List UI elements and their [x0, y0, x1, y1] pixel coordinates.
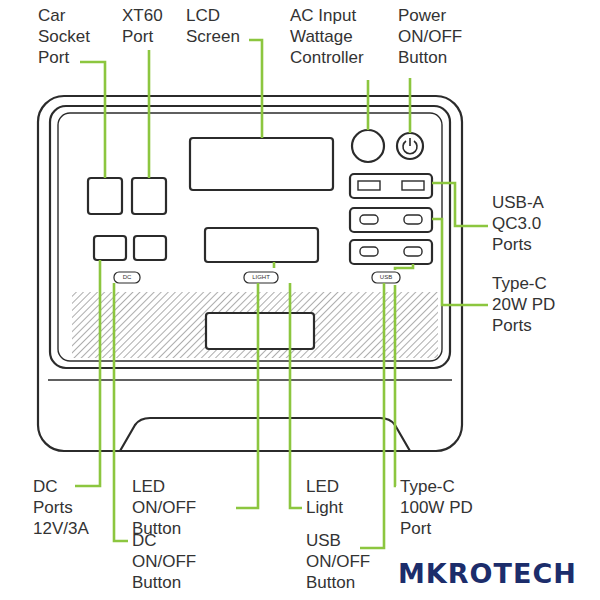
xt60-port	[132, 178, 166, 214]
leader-line	[114, 283, 128, 541]
leader-line	[249, 40, 262, 138]
callout-label: USB-A QC3.0 Ports	[492, 192, 567, 255]
dc-button	[114, 272, 140, 283]
callout-label: LED Light	[306, 476, 354, 518]
callout-label: DC Ports 12V/3A	[33, 476, 95, 539]
car-socket	[88, 178, 122, 214]
callout-label: Type-C 20W PD Ports	[492, 273, 572, 336]
leader-line	[274, 262, 302, 508]
usb-a-slot	[402, 181, 424, 190]
callout-label: LED ON/OFF Button	[132, 476, 232, 539]
callout-label: Car Socket Port	[38, 5, 98, 68]
usb-a-slot	[358, 181, 380, 190]
front-panel	[50, 106, 450, 368]
leader-line	[395, 264, 413, 486]
button-marking: DC	[114, 273, 140, 281]
led-button	[244, 272, 278, 283]
callout-label: USB ON/OFF Button	[306, 530, 374, 593]
leader-line	[409, 78, 412, 133]
ac-outlet	[206, 313, 314, 349]
usb-button	[372, 272, 400, 283]
power-button	[397, 133, 423, 159]
leader-line	[80, 62, 105, 178]
callout-label: XT60 Port	[122, 5, 177, 47]
housing	[38, 96, 462, 451]
callout-label: DC ON/OFF Button	[132, 530, 200, 593]
dc-port	[94, 236, 126, 260]
leader-lines	[75, 40, 488, 548]
callout-label: LCD Screen	[186, 5, 248, 47]
type-c-slot	[404, 247, 422, 256]
handle-slot	[120, 418, 410, 451]
dc-port	[134, 236, 166, 260]
leader-line	[148, 50, 151, 178]
leader-line	[432, 219, 488, 305]
leader-line	[75, 260, 100, 486]
leader-line	[360, 283, 384, 548]
base-line	[48, 379, 452, 380]
usb-a-ports	[350, 174, 432, 198]
type-c-slot	[360, 247, 378, 256]
leader-line	[367, 80, 370, 130]
watermark: MKROTECH	[398, 558, 577, 590]
power-icon	[403, 138, 417, 154]
leader-line	[236, 283, 258, 508]
button-marking: USB	[372, 273, 400, 281]
button-marking: LIGHT	[244, 273, 278, 281]
type-c-ports	[350, 208, 432, 232]
callout-label: Power ON/OFF Button	[398, 5, 478, 68]
type-c-slot	[360, 215, 378, 224]
callout-label: AC Input Wattage Controller	[290, 5, 380, 68]
wattage-knob	[352, 130, 384, 162]
lcd-screen	[190, 138, 333, 190]
type-c-ports	[350, 240, 432, 264]
callout-label: Type-C 100W PD Port	[400, 476, 484, 539]
type-c-slot	[404, 215, 422, 224]
led-light	[205, 228, 318, 262]
